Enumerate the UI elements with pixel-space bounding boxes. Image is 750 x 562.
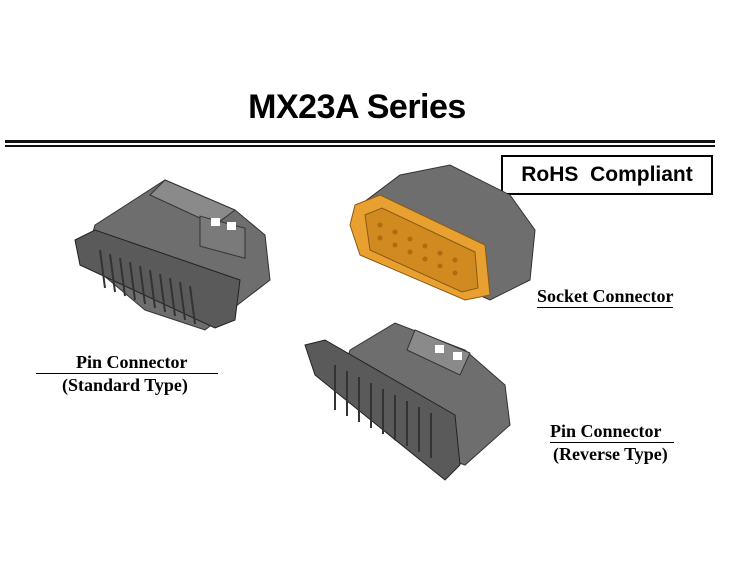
pin-standard-caption-line1: Pin Connector [36, 352, 218, 374]
divider-thin [5, 145, 715, 147]
socket-caption: Socket Connector [537, 286, 674, 308]
page-title: MX23A Series [248, 88, 466, 126]
pin-reverse-caption-line2: (Reverse Type) [553, 444, 668, 464]
pin-standard-caption-line2: (Standard Type) [62, 375, 188, 395]
divider-thick [5, 140, 715, 143]
pin-connector-standard-image [74, 179, 271, 331]
rohs-badge: RoHS Compliant [501, 155, 713, 195]
pin-connector-reverse-image [304, 322, 511, 481]
pin-reverse-caption-line1: Pin Connector [550, 421, 674, 443]
socket-connector-image [349, 164, 536, 301]
